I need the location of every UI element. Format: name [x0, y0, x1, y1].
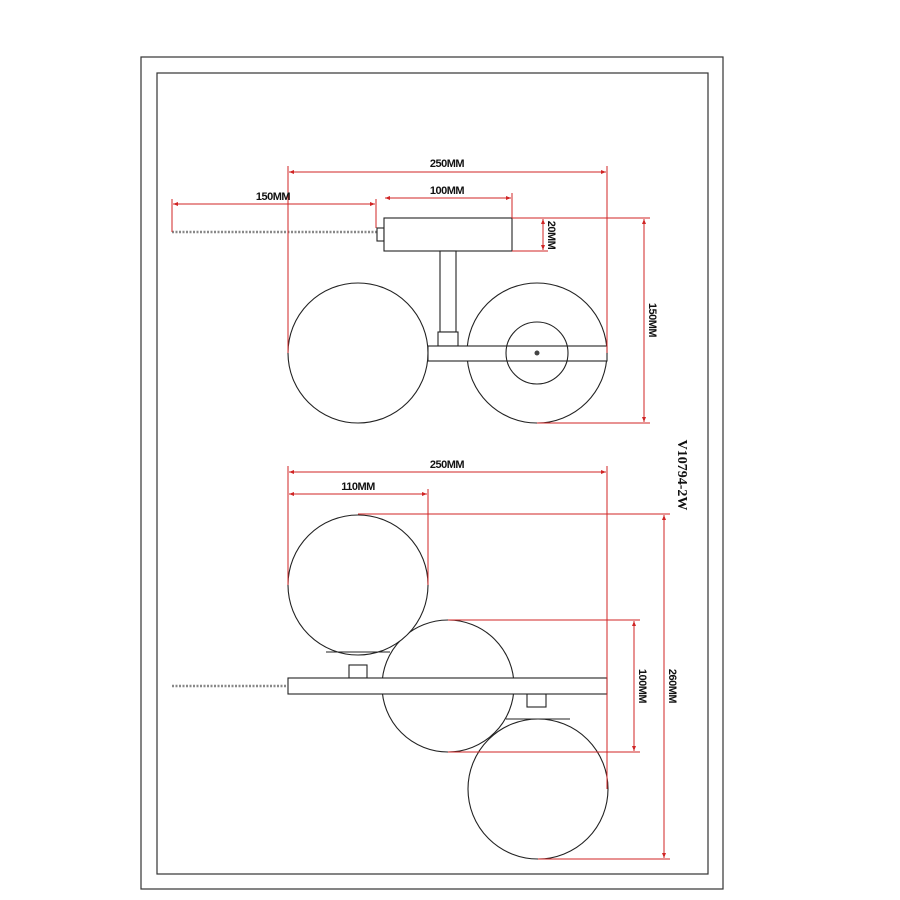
stem: [439, 250, 457, 333]
canopy: [383, 217, 513, 252]
top-view: 250MM 150MM 100MM 20MM 150MM: [171, 158, 658, 424]
socket-top: [348, 664, 368, 679]
model-number: V10794-2W: [674, 440, 689, 511]
stem-collar: [437, 331, 459, 347]
inner-border: [156, 72, 709, 875]
dim-label-overall-height: 150MM: [646, 303, 658, 338]
arm-bar: [287, 677, 608, 695]
globe-cap-ring: [505, 321, 569, 385]
globe-top: [287, 514, 429, 656]
globe-center-dot: [534, 350, 540, 356]
outer-border: [140, 56, 724, 890]
dim-label-chain-length: 150MM: [256, 191, 291, 203]
globe-left: [287, 282, 429, 424]
dim-label-canopy-width: 100MM: [430, 185, 465, 197]
dim-label-overall-width: 250MM: [430, 158, 465, 170]
dim-label-front-width: 250MM: [430, 459, 465, 471]
front-view: 250MM 110MM 100MM 260MM: [172, 459, 678, 860]
chain-knob: [376, 227, 385, 242]
dim-label-globe-diameter: 110MM: [341, 481, 375, 493]
globe-bottom: [467, 718, 609, 860]
socket-bottom: [526, 693, 547, 708]
dim-label-front-height: 260MM: [666, 669, 678, 704]
arm-bar: [427, 345, 608, 362]
dim-label-canopy-height: 20MM: [545, 221, 557, 250]
dim-label-offset: 100MM: [636, 669, 648, 704]
